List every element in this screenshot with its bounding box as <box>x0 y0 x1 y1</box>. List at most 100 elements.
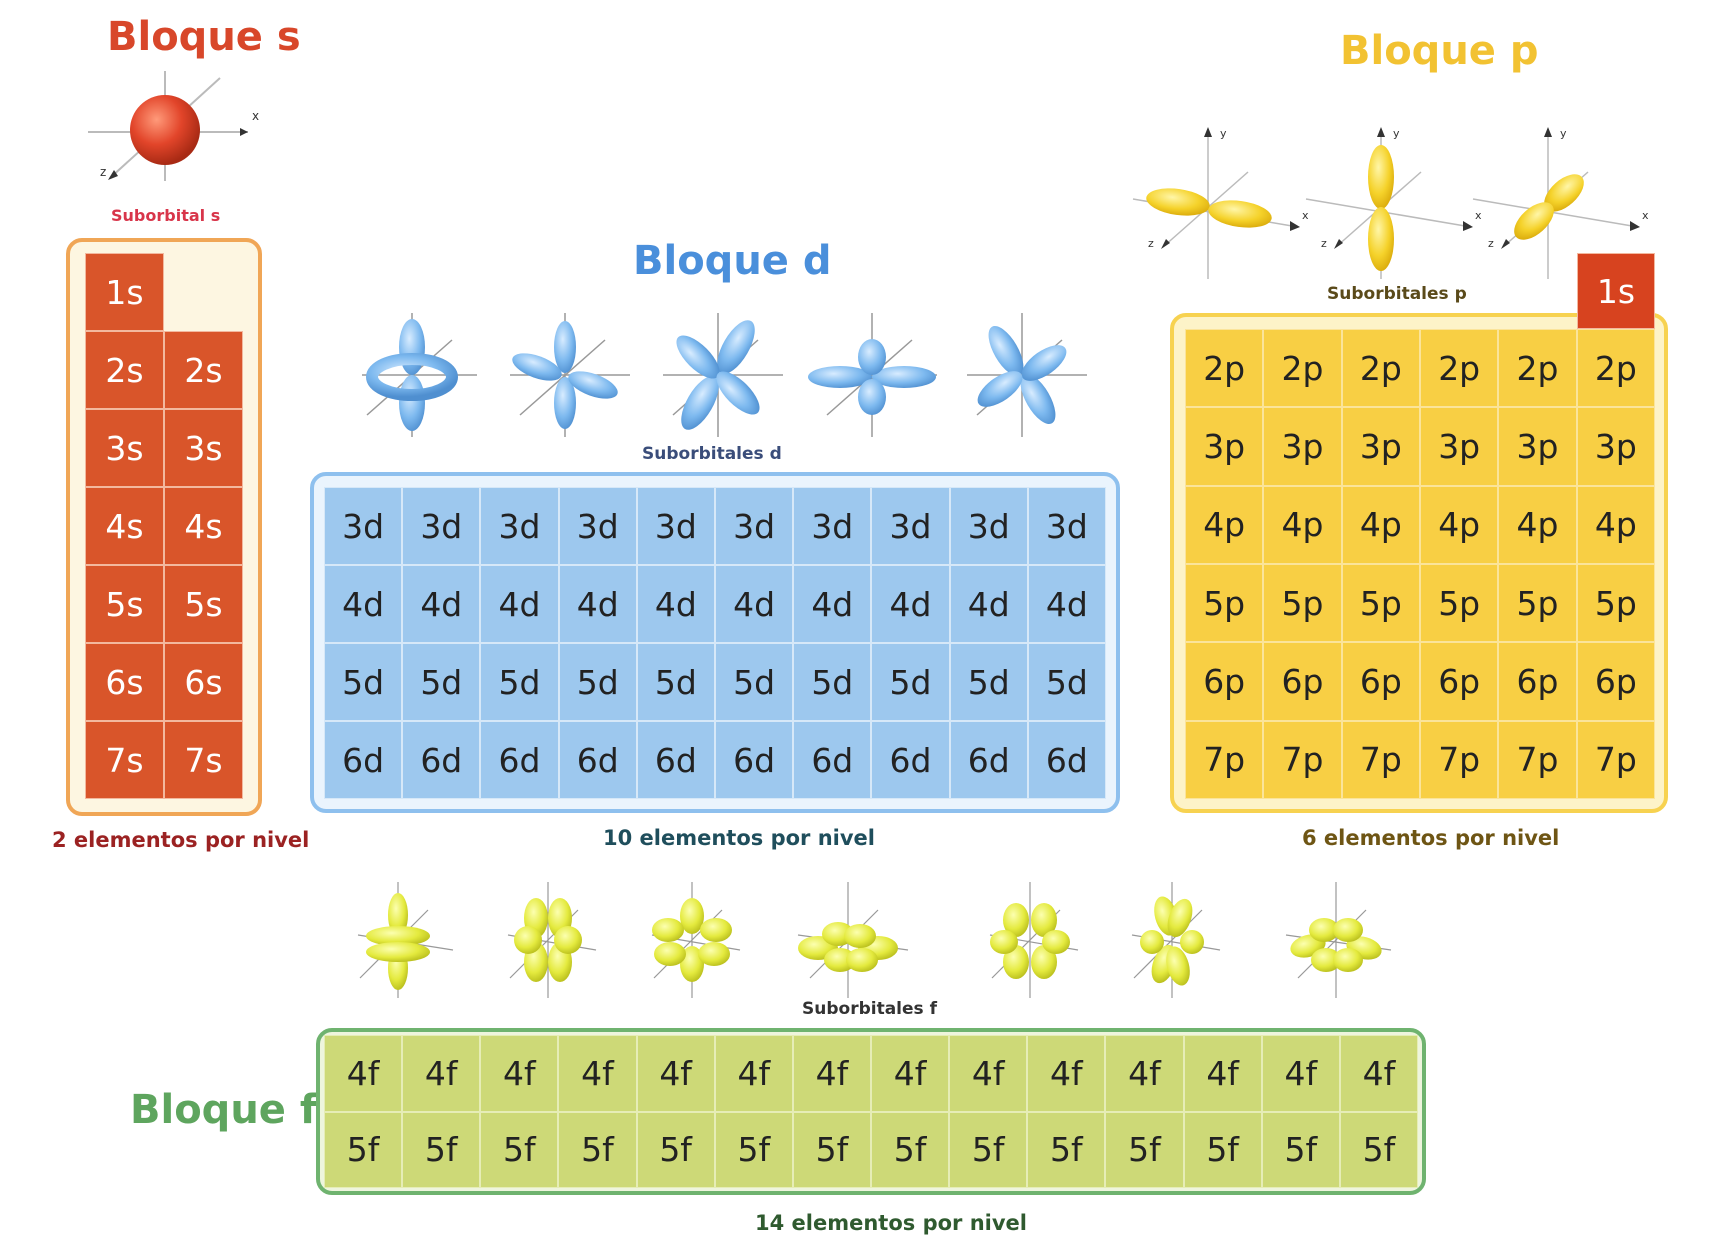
d-cell: 6d <box>480 721 559 799</box>
f-cell: 5f <box>949 1111 1028 1188</box>
d-cell: 6d <box>714 721 794 799</box>
p-cell: 4p <box>1576 485 1655 564</box>
f-cell: 4f <box>949 1035 1028 1112</box>
d-cell: 6d <box>949 721 1028 799</box>
p-cell: 4p <box>1263 485 1342 564</box>
p-cell: 2p <box>1498 329 1577 408</box>
p-axis-z-1: z <box>1148 237 1154 250</box>
d-cell: 4d <box>636 565 715 643</box>
f-cell: 5f <box>558 1111 637 1188</box>
p-axis-x-1: x <box>1302 209 1309 222</box>
s-block-title: Bloque s <box>107 14 301 60</box>
f-cell: 4f <box>402 1035 481 1112</box>
f-cell: 4f <box>1183 1035 1262 1112</box>
s-cell: 5s <box>164 565 243 643</box>
d-cell: 4d <box>1027 565 1106 643</box>
s-count: 2 elementos por nivel <box>52 828 310 852</box>
p-orbitals-icons: y x z y x z y x z <box>1132 127 1649 279</box>
d-cell: 4d <box>949 565 1028 643</box>
f-cell: 5f <box>1339 1111 1418 1188</box>
p-cell: 6p <box>1420 642 1499 721</box>
d-cell: 3d <box>324 487 403 565</box>
p-cell: 7p <box>1420 720 1499 799</box>
p-cell: 2p <box>1341 329 1420 408</box>
f-cell: 4f <box>1027 1035 1106 1112</box>
d-cell: 3d <box>714 487 794 565</box>
d-cell: 5d <box>793 643 872 721</box>
f-orbitals-icons <box>357 882 1392 998</box>
p-cell: 6p <box>1341 642 1420 721</box>
f-caption: Suborbitales f <box>802 999 937 1019</box>
d-cell: 5d <box>558 643 637 721</box>
s-cell: 7s <box>85 721 164 799</box>
f-cell: 4f <box>324 1035 403 1112</box>
d-count: 10 elementos por nivel <box>603 826 875 850</box>
d-cell: 3d <box>636 487 715 565</box>
p-cell: 5p <box>1341 564 1420 643</box>
f-cell: 4f <box>480 1035 559 1112</box>
p-cell: 7p <box>1576 720 1655 799</box>
f-cell: 5f <box>792 1111 871 1188</box>
s-cell: 7s <box>164 721 243 799</box>
f-cell: 5f <box>1027 1111 1106 1188</box>
p-cell: 5p <box>1576 564 1655 643</box>
d-cell: 4d <box>714 565 794 643</box>
d-cell: 5d <box>871 643 950 721</box>
d-cell: 6d <box>871 721 950 799</box>
p-cell: 3p <box>1420 407 1499 486</box>
d-cell: 3d <box>480 487 559 565</box>
d-cell: 3d <box>793 487 872 565</box>
p-cell: 7p <box>1185 720 1264 799</box>
d-cell: 4d <box>402 565 481 643</box>
p-cell: 2p <box>1263 329 1342 408</box>
f-cell: 5f <box>402 1111 481 1188</box>
p-cell: 2p <box>1420 329 1499 408</box>
f-cell: 4f <box>714 1035 793 1112</box>
d-cell: 3d <box>558 487 637 565</box>
d-cell: 5d <box>402 643 481 721</box>
p-cell: 5p <box>1185 564 1264 643</box>
s-cell: 3s <box>164 409 243 487</box>
d-cell: 4d <box>480 565 559 643</box>
d-cell: 3d <box>871 487 950 565</box>
d-cell: 6d <box>636 721 715 799</box>
p-cell: 7p <box>1498 720 1577 799</box>
d-cell: 6d <box>324 721 403 799</box>
p-cell: 7p <box>1263 720 1342 799</box>
p-cell: 5p <box>1498 564 1577 643</box>
d-cell: 6d <box>1027 721 1106 799</box>
p-cell: 6p <box>1576 642 1655 721</box>
s-caption: Suborbital s <box>111 206 221 225</box>
d-cell: 5d <box>324 643 403 721</box>
d-caption: Suborbitales d <box>642 444 782 464</box>
f-cell: 5f <box>1261 1111 1340 1188</box>
p-cell: 3p <box>1185 407 1264 486</box>
f-cell: 5f <box>714 1111 793 1188</box>
f-cell: 4f <box>636 1035 715 1112</box>
f-cell: 4f <box>1261 1035 1340 1112</box>
d-cell: 4d <box>871 565 950 643</box>
d-block-title: Bloque d <box>633 238 832 284</box>
d-cell: 4d <box>558 565 637 643</box>
p-cell: 3p <box>1576 407 1655 486</box>
s-cell: 3s <box>85 409 164 487</box>
d-cell: 3d <box>1027 487 1106 565</box>
p-cell: 4p <box>1420 485 1499 564</box>
d-cell: 5d <box>636 643 715 721</box>
p-cell: 6p <box>1263 642 1342 721</box>
p-cell: 4p <box>1498 485 1577 564</box>
f-cell: 4f <box>1105 1035 1184 1112</box>
s-cell: 5s <box>85 565 164 643</box>
d-cell: 5d <box>714 643 794 721</box>
p-count: 6 elementos por nivel <box>1302 826 1560 850</box>
p-axis-y-3: y <box>1560 127 1567 140</box>
p-axis-z-3: z <box>1488 237 1494 250</box>
f-cell: 5f <box>324 1111 403 1188</box>
f-cell: 5f <box>636 1111 715 1188</box>
p-cell: 2p <box>1576 329 1655 408</box>
d-cell: 4d <box>793 565 872 643</box>
s-cell: 6s <box>164 643 243 721</box>
s-cell-1s: 1s <box>85 253 164 331</box>
